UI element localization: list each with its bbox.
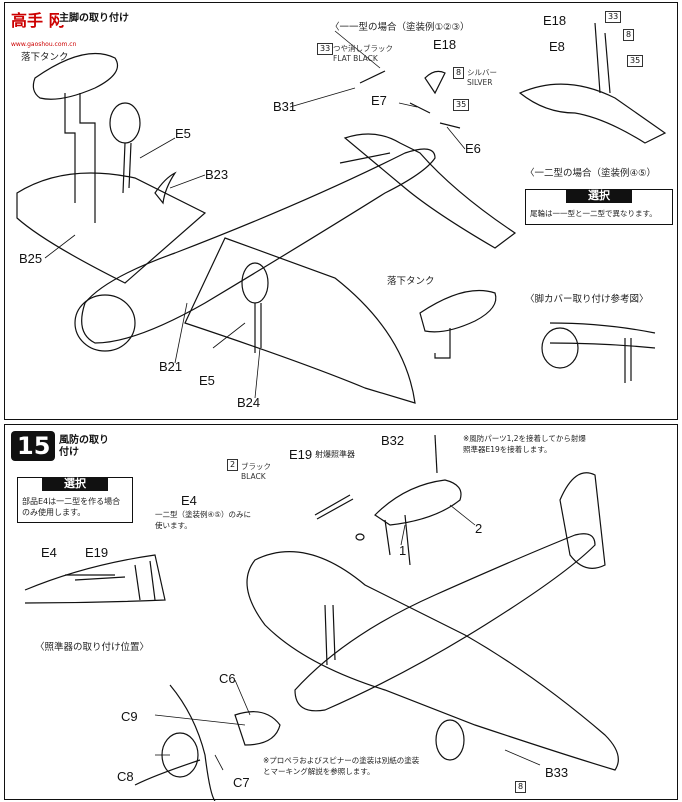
step15-illustration [24, 434, 619, 801]
canopy-part-2-label: 2 [475, 521, 483, 536]
fuselage [81, 148, 436, 344]
antenna-b32 [434, 434, 438, 474]
paint-code-2: 2 [227, 459, 239, 471]
part-B31: B31 [273, 99, 297, 114]
plane-tail [559, 472, 606, 569]
drop-tank-label-left: 落下タンク [21, 52, 69, 63]
gear-cover-reference [549, 322, 656, 349]
part-E5-bottom: E5 [199, 373, 215, 388]
paint-code-8-right: 8 [623, 29, 635, 41]
select-box-tailwheel: 選択 尾輪は一一型と一二型で異なります。 [525, 189, 673, 225]
part-C7: C7 [233, 775, 250, 790]
part-E5-top: E5 [175, 126, 191, 141]
paint-black: ブラック BLACK [241, 462, 271, 481]
step14-title: 主脚の取り付け [59, 13, 129, 25]
plane-fuselage [294, 533, 596, 712]
drop-tank-left [32, 52, 119, 100]
select-title-15: 選択 [42, 477, 108, 491]
paint-flat-black: つや消しブラック FLAT BLACK [333, 44, 393, 63]
select-title: 選択 [566, 189, 632, 203]
part-E19-label: E19 [289, 447, 313, 462]
canopy-note: ※風防パーツ1,2を接着してから射爆照準器E19を接着します。 [463, 434, 586, 454]
propeller-note: ※プロペラおよびスピナーの塗装は別紙の塗装とマーキング解説を参照します。 [263, 756, 420, 776]
tail-detail-right [518, 83, 667, 144]
main-wing-right [184, 237, 416, 404]
drop-tank-label-right: 落下タンク [387, 276, 435, 287]
part-C8: C8 [117, 769, 134, 784]
engine-cowl [74, 294, 136, 352]
drop-tank-right [419, 289, 497, 333]
case-11-title: 〈一一型の場合（塗装例①②③） [330, 22, 470, 33]
watermark-url: www.gaoshou.com.cn [11, 41, 77, 48]
paint-code-35: 35 [453, 99, 470, 111]
canopy-part-1-label: 1 [399, 543, 407, 558]
part-E6: E6 [465, 141, 481, 156]
part-B23: B23 [205, 167, 229, 182]
sight-label: 射爆照準器 [315, 450, 355, 459]
sight-inset-canopy [24, 554, 166, 604]
watermark: 高手 网 www.gaoshou.com.cn [11, 7, 76, 50]
e4-note: 一二型（塗装例④⑤）のみに使います。 [155, 510, 251, 530]
gear-cover-left [154, 171, 177, 205]
plane-wing [246, 551, 619, 771]
part-B24: B24 [237, 395, 261, 410]
horizontal-stabilizer [343, 133, 517, 249]
main-wing-left [16, 172, 207, 284]
part-E18: E18 [433, 37, 457, 52]
step15-panel: 15 風防の取り付け 選択 部品E4は一二型を作る場合のみ使用します。 [4, 424, 678, 801]
inset-E4: E4 [41, 545, 57, 560]
paint-code-33-right: 33 [605, 11, 622, 23]
paint-code-33: 33 [317, 43, 334, 55]
part-e4 [355, 533, 365, 541]
paint-code-35-right: 35 [627, 55, 644, 67]
inset-E19: E19 [85, 545, 109, 560]
part-E18-right: E18 [543, 13, 567, 28]
part-B33: B33 [545, 765, 569, 780]
gear-wheel-right [241, 262, 269, 304]
gear-cover-ref-title: 〈脚カバー取り付け参考図〉 [525, 294, 649, 305]
part-C6: C6 [219, 671, 236, 686]
canopy-part-2 [374, 479, 462, 526]
step14-illustration [16, 22, 667, 404]
propeller [169, 684, 216, 801]
part-C9: C9 [121, 709, 138, 724]
select-text: 尾輪は一一型と一二型で異なります。 [530, 209, 657, 218]
step15-badge: 15 [11, 431, 55, 461]
step14-panel: 高手 网 www.gaoshou.com.cn 主脚の取り付け [4, 2, 678, 420]
select-box-e4: 選択 部品E4は一二型を作る場合のみ使用します。 [17, 477, 133, 523]
part-B21: B21 [159, 359, 183, 374]
paint-code-8-b33: 8 [515, 781, 527, 793]
part-B25: B25 [19, 251, 43, 266]
part-E4: E4 [181, 493, 197, 508]
sight-e19 [314, 494, 354, 520]
gear-wheel-left [109, 102, 141, 144]
paint-silver: シルバー SILVER [467, 68, 497, 87]
sight-position-title: 〈照準器の取り付け位置〉 [35, 642, 150, 653]
select-text-15: 部品E4は一二型を作る場合のみ使用します。 [22, 497, 121, 517]
part-E7: E7 [371, 93, 387, 108]
part-E8: E8 [549, 39, 565, 54]
watermark-logo: 高手 网 [11, 11, 65, 30]
paint-code-8: 8 [453, 67, 465, 79]
step15-title: 風防の取り付け [59, 435, 117, 459]
part-B32: B32 [381, 433, 405, 448]
case-12-title: 〈一二型の場合（塗装例④⑤） [525, 168, 657, 179]
prop-hub-c6 [234, 711, 281, 746]
step-number: 15 [17, 432, 51, 460]
